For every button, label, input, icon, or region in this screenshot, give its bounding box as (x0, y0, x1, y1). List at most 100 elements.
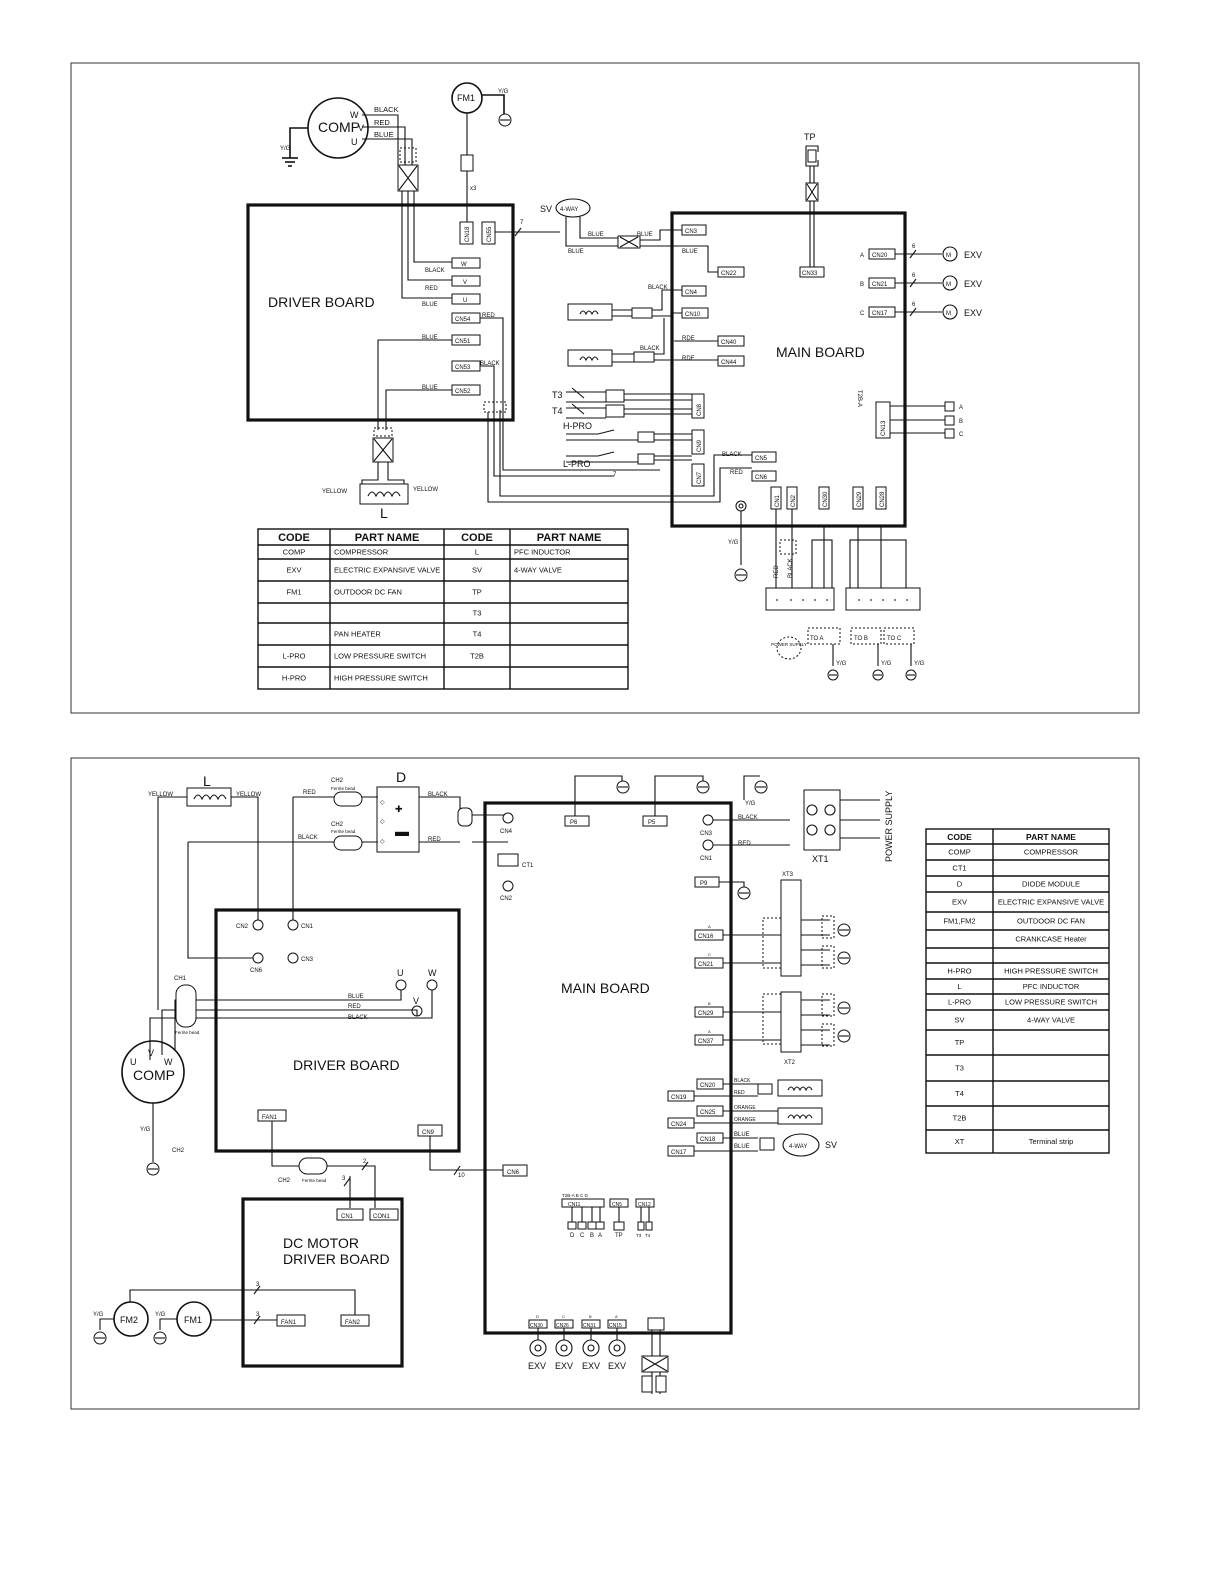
t1-cell-5-0: L-PRO (283, 652, 306, 661)
conn-cn5: CN5 (755, 456, 768, 462)
driver2-conns: CN2 CN1 CN6 CN3 FAN1 CN9 (236, 919, 443, 1137)
wire-count-3a: 3 (342, 1176, 346, 1182)
exv-a-label: EXV (964, 250, 982, 260)
conn-cn18-2: CN18 (700, 1137, 716, 1143)
t2-cell-0-1: COMPRESSOR (1024, 848, 1079, 857)
inductor2-right: YELLOW (236, 792, 261, 798)
wire-blue-label: BLUE (374, 130, 394, 139)
t2-cell-2-1: DIODE MODULE (1022, 880, 1080, 889)
main-wire-blue4: BLUE (682, 249, 698, 255)
t1-cell-5-2: T2B (470, 652, 484, 661)
conn-v: V (463, 280, 467, 286)
conn-cn30-2: CN30 (530, 1323, 543, 1329)
dc-motor-label-2: DRIVER BOARD (283, 1251, 390, 1267)
power-supply-label-2: POWER SUPPLY (884, 791, 894, 862)
conn-cn28-bottom: CN28 (880, 491, 886, 507)
sensor-tp: TP (615, 1233, 623, 1239)
ferrite-fan: Ferrite bead (302, 1178, 327, 1183)
main-board-2 (483, 801, 733, 1335)
conn-cn3-2: CN3 (700, 831, 713, 837)
terminal-xt2 (780, 991, 802, 1053)
four-way-label-2: 4-WAY (789, 1144, 807, 1150)
exv-group-1: A CN20 6 M EXV B CN21 6 M EXV C CN17 6 M… (860, 244, 982, 320)
diode-module (376, 786, 420, 853)
wire-count-x3: x3 (470, 186, 477, 192)
drv-wire-red2: RED (482, 313, 495, 319)
inductor2-left: YELLOW (148, 792, 173, 798)
t3-label: T3 (552, 390, 563, 400)
exv-b-letter: B (860, 282, 864, 288)
wire-black-label: BLACK (374, 105, 399, 114)
driver-board-1 (246, 203, 515, 422)
conn-cn33: CN33 (802, 271, 818, 277)
driver-board-2-label: DRIVER BOARD (293, 1057, 400, 1073)
comp2-pin-u: U (130, 1057, 137, 1067)
conn-cn55: CN55 (487, 226, 493, 242)
hw-red: RED (734, 1090, 745, 1096)
conn-cn10: CN10 (685, 312, 701, 318)
sensor-d: D (570, 1233, 575, 1239)
yg-label-fm1: Y/G (498, 89, 509, 95)
terminal-xt1 (803, 789, 841, 851)
t2-cell-7-0: H-PRO (947, 967, 971, 976)
comp-pin-w: W (350, 110, 359, 120)
exv-c-letter: C (860, 311, 865, 317)
sensor-t4: T4 (645, 1233, 651, 1238)
wire-count-10: 10 (458, 1173, 465, 1179)
exv-c-count: 6 (912, 302, 916, 308)
conn-cn3-drv: CN3 (301, 957, 314, 963)
svg-text:◇: ◇ (380, 800, 385, 806)
conn-cn2-drv: CN2 (236, 924, 249, 930)
wire-rde-2: RDE (682, 356, 695, 362)
diode-label: D (396, 769, 406, 785)
wire-count-3c: 3 (256, 1312, 260, 1318)
wire-count-7a: 7 (520, 220, 524, 226)
t2-cell-9-0: L-PRO (948, 998, 971, 1007)
t1-cell-4-1: PAN HEATER (334, 630, 381, 639)
right-conns-2: CN16 A CN21 C CN29 B CN37 A (694, 924, 724, 1046)
conn-p9: P9 (700, 881, 708, 887)
conn-cn4: CN4 (685, 290, 698, 296)
conn-con1-motor: CON1 (373, 1214, 390, 1220)
t2-header-0: CODE (947, 832, 972, 842)
comp2-pin-v: V (148, 1048, 154, 1058)
exv2-a: A (615, 1314, 618, 1319)
svg-text:▬: ▬ (395, 823, 409, 839)
fm1-label-2: FM1 (184, 1315, 202, 1325)
inductor-left-label: YELLOW (322, 489, 347, 495)
exv2-label-2: EXV (555, 1361, 573, 1371)
conn-cn12: CN12 (638, 1202, 651, 1208)
wire-black-xt1: BLACK (738, 815, 758, 821)
svg-text:◇: ◇ (380, 819, 385, 825)
exv2-c: C (562, 1314, 565, 1319)
xt3-label: XT3 (782, 872, 794, 878)
main-board-label: MAIN BOARD (776, 344, 865, 360)
hw-blue1: BLUE (734, 1132, 750, 1138)
compressor-symbol: COMP W V U (307, 97, 369, 159)
terminal-strip-1b (845, 587, 921, 611)
main-wire-blue3: BLUE (637, 232, 653, 238)
wire-black-cn5: BLACK (722, 452, 742, 458)
ferrite-mid-label: Ferrite bead (331, 829, 356, 834)
t4-label: T4 (552, 406, 563, 416)
to-c-label: TO C (887, 636, 902, 642)
ground-icons-top2 (616, 780, 768, 900)
exv2-label-3: EXV (582, 1361, 600, 1371)
yg-label-b1: Y/G (836, 661, 847, 667)
t2-cell-8-0: L (957, 982, 961, 991)
hw-black: BLACK (734, 1078, 751, 1084)
t2b-header-2: T2B-A B C D (562, 1193, 589, 1198)
conn-cn21: CN21 (872, 282, 888, 288)
xt2-label: XT2 (784, 1060, 796, 1066)
exv2-b: B (589, 1314, 592, 1319)
conn-cn54: CN54 (455, 317, 471, 323)
conn-fan1-drv: FAN1 (262, 1115, 278, 1121)
conn-cn2-bottom: CN2 (791, 494, 797, 507)
wire-black-cn10: BLACK (640, 346, 660, 352)
letter-cn21: C (708, 952, 711, 957)
inductor-label: L (380, 505, 388, 521)
conn-cn40: CN40 (721, 340, 737, 346)
driver-board-2 (214, 908, 461, 1153)
conn-cn22: CN22 (721, 271, 737, 277)
